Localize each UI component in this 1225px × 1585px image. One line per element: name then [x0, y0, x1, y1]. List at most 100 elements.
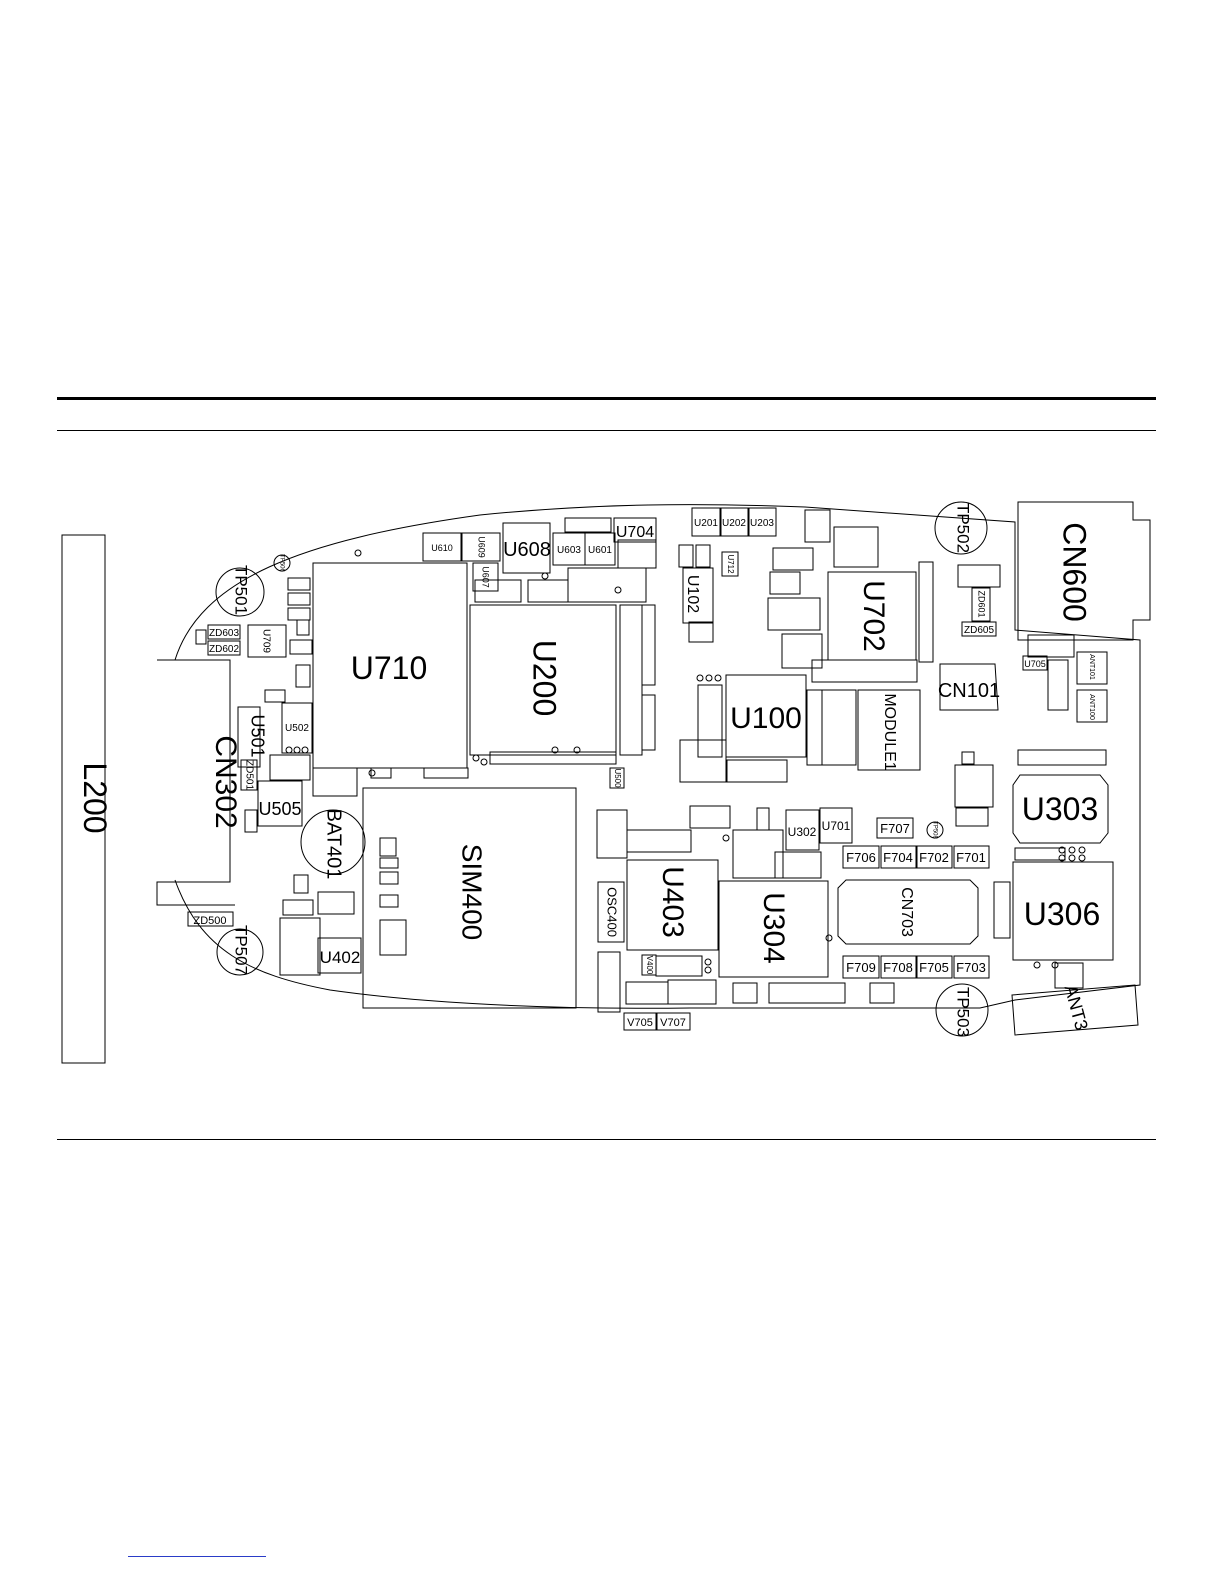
- u601-box: [584, 532, 616, 566]
- ant3-label: ANT3: [1061, 983, 1092, 1033]
- tp501-label: TP501: [232, 565, 251, 615]
- cn600-outline: [1017, 501, 1151, 641]
- f706-label: F706: [846, 850, 876, 865]
- u710-label: U710: [351, 650, 428, 686]
- f706-box: [842, 845, 880, 869]
- f707-box: [876, 817, 914, 839]
- u705-label: U705: [1024, 659, 1046, 669]
- f709-label: F709: [846, 960, 876, 975]
- u610-label: U610: [431, 543, 453, 553]
- osc400-label: OSC400: [605, 887, 620, 937]
- u501-label: U501: [247, 714, 267, 757]
- u403-label: U403: [656, 866, 689, 938]
- u202-box: [720, 507, 749, 537]
- zd501-box: [240, 759, 258, 791]
- f705-label: F705: [919, 960, 949, 975]
- u501-body: [237, 706, 261, 768]
- tp507-label: TP507: [232, 925, 251, 975]
- f704-box: [880, 845, 917, 869]
- tp508-ring: [926, 821, 944, 839]
- u304-label: U304: [757, 892, 790, 964]
- f701-label: F701: [956, 850, 986, 865]
- v705-box: [623, 1012, 657, 1031]
- l200-panel: [61, 534, 106, 1064]
- u712-label: U712: [726, 554, 735, 574]
- f702-box: [916, 845, 953, 869]
- ant101-label: ANT101: [1088, 654, 1095, 680]
- u705-box: [1022, 655, 1048, 671]
- zd605-box: [961, 621, 997, 637]
- sim400-body: [362, 787, 577, 1009]
- u303-body: [1012, 774, 1109, 844]
- test-dots: [285, 549, 1086, 974]
- u505-label: U505: [258, 799, 301, 819]
- u202-label: U202: [722, 518, 746, 529]
- bat401-body: [300, 809, 366, 875]
- v705-label: V705: [627, 1017, 653, 1029]
- u701-box: [819, 807, 853, 844]
- cn703-label: CN703: [898, 887, 915, 937]
- module1-body: [857, 689, 921, 771]
- f708-label: F708: [883, 960, 913, 975]
- zd603-box: [207, 624, 241, 640]
- u306-label: U306: [1024, 896, 1101, 932]
- u712-box: [721, 551, 739, 577]
- module1-label: MODULE1: [881, 693, 898, 770]
- u607-label: U607: [481, 566, 491, 588]
- f703-box: [953, 955, 990, 979]
- u500-box: [609, 767, 625, 789]
- board-outline: [174, 504, 1141, 1009]
- l200-label: L200: [77, 762, 113, 833]
- v400-label: V400: [645, 956, 654, 975]
- u100-label: U100: [730, 702, 802, 735]
- f704-label: F704: [883, 850, 913, 865]
- u610-box: [422, 532, 462, 562]
- u603-label: U603: [557, 545, 581, 556]
- cn101-label: CN101: [938, 680, 1000, 702]
- u608-label: U608: [503, 539, 551, 561]
- f705-box: [916, 955, 953, 979]
- zd500-box: [187, 911, 234, 927]
- u609-box: [461, 532, 501, 562]
- zd605-label: ZD605: [964, 625, 994, 636]
- u704-box: [613, 517, 657, 543]
- top-thick-rule: [57, 397, 1156, 400]
- u203-box: [748, 507, 777, 537]
- u402-pad: [279, 917, 321, 976]
- u402-body: [317, 937, 362, 974]
- f708-box: [880, 955, 917, 979]
- tp503-ring: [935, 983, 989, 1037]
- tp506-ring: [273, 554, 291, 572]
- u709-label: U709: [260, 629, 271, 653]
- ant100-label: ANT100: [1088, 694, 1095, 720]
- u203-label: U203: [750, 518, 774, 529]
- ant100-box: [1076, 689, 1108, 723]
- ant3-outline: [1011, 984, 1139, 1036]
- u303-label: U303: [1022, 791, 1099, 827]
- u201-box: [691, 507, 721, 537]
- u502-label: U502: [285, 723, 309, 734]
- u304-body: [718, 880, 829, 978]
- zd601-box: [971, 587, 991, 622]
- bottom-thin-rule: [57, 1139, 1156, 1140]
- v707-box: [656, 1012, 691, 1031]
- u302-box: [785, 809, 820, 851]
- f701-box: [953, 845, 990, 869]
- tp503-label: TP503: [954, 987, 973, 1037]
- zd603-label: ZD603: [209, 628, 239, 639]
- u500-label: U500: [613, 768, 622, 788]
- u200-label: U200: [527, 640, 563, 717]
- u609-label: U609: [477, 536, 487, 558]
- u601-label: U601: [588, 545, 612, 556]
- passive-pads: [195, 509, 1107, 1013]
- f707-label: F707: [880, 821, 910, 836]
- zd501-label: ZD501: [243, 760, 254, 790]
- u505-body: [257, 780, 303, 827]
- tp502-label: TP502: [954, 503, 973, 553]
- u709-box: [247, 624, 287, 658]
- u200-body: [469, 604, 617, 756]
- u701-label: U701: [822, 819, 851, 833]
- tp508-label: TP508: [931, 821, 937, 839]
- u704-label: U704: [616, 524, 654, 541]
